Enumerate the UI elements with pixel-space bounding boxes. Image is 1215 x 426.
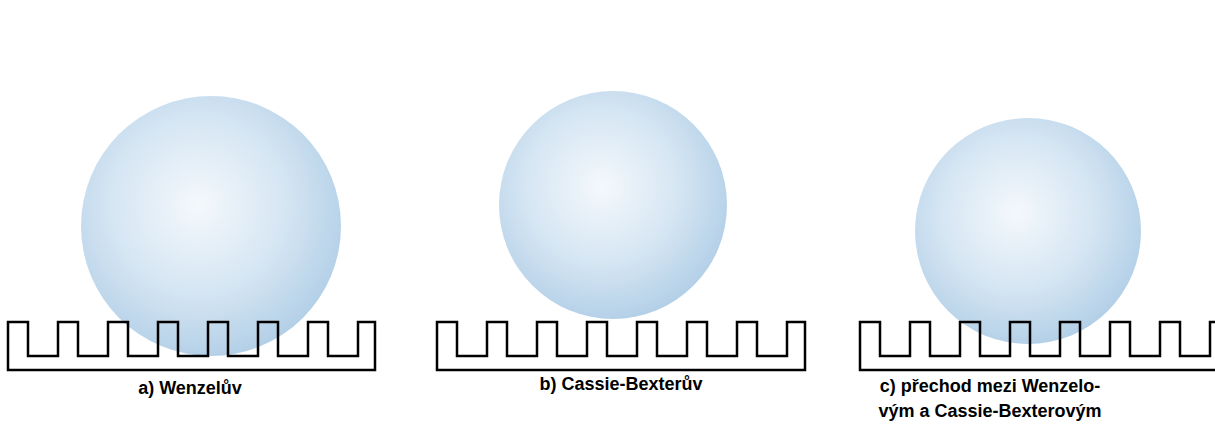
droplet <box>499 91 727 319</box>
droplet <box>81 96 341 356</box>
droplet <box>915 118 1141 344</box>
state-caption: c) přechod mezi Wenzelo- vým a Cassie-Be… <box>875 374 1105 424</box>
state-caption: a) Wenzelův <box>60 376 320 401</box>
textured-substrate <box>860 322 1215 370</box>
textured-substrate <box>437 322 805 370</box>
state-caption: b) Cassie-Bexterův <box>491 372 751 397</box>
textured-substrate <box>8 322 375 370</box>
